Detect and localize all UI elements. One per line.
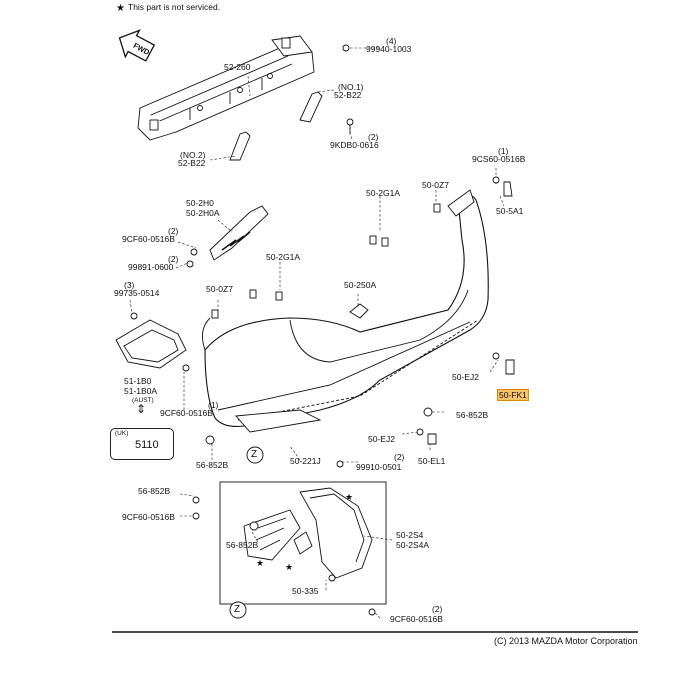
label-z-top: Z — [251, 449, 258, 460]
label-99940-qty: (4) — [386, 36, 397, 46]
label-52-b22-no2: 52-B22 — [178, 158, 206, 168]
reinforcement-beam — [137, 35, 315, 141]
rear-bumper-fascia — [201, 189, 489, 433]
label-99735-0514: 99735-0514 — [114, 288, 160, 298]
label-50-2s4: 50-2S4 — [396, 530, 424, 540]
label-aust: (AUST) — [132, 397, 154, 404]
label-9cf60-mid: 9CF60-0516B — [160, 408, 213, 418]
label-51-1b0a: 51-1B0A — [124, 386, 158, 396]
label-99940-1003: 99940-1003 — [366, 44, 412, 54]
label-50-fk1: 50-FK1 — [497, 389, 529, 401]
label-99910-0501: 99910-0501 — [356, 462, 402, 472]
label-50-221j: 50-221J — [290, 456, 321, 466]
label-9cf60-bottom-qty: (2) — [432, 604, 443, 614]
label-9cf60-upper: 9CF60-0516B — [122, 234, 175, 244]
svg-text:★: ★ — [256, 558, 264, 568]
label-56-852b-left: 56-852B — [196, 460, 229, 470]
arrow-double-icon: ⇕ — [136, 402, 147, 416]
label-9kdb0-0616: 9KDB0-0616 — [330, 140, 379, 150]
label-50-0z7-mid: 50-0Z7 — [206, 284, 233, 294]
not-serviced-note: This part is not serviced. — [128, 2, 220, 12]
label-9cs60-qty: (1) — [498, 146, 509, 156]
label-9cf60-mid-qty: (1) — [208, 400, 219, 410]
side-bracket — [209, 205, 269, 261]
not-serviced-star-icons: ★ ★ ★ ★ — [116, 3, 353, 572]
label-5110: 5110 — [135, 439, 159, 451]
label-56-852b-inner: 56-852B — [226, 540, 259, 550]
label-50-el1: 50-EL1 — [418, 456, 446, 466]
not-serviced-note-text: This part is not serviced. — [128, 2, 221, 12]
mudguard-detail-box — [219, 481, 387, 605]
label-z-bottom: Z — [234, 604, 241, 615]
leader-lines — [129, 47, 505, 619]
fastener-clips — [182, 176, 515, 616]
bracket-no1 — [299, 91, 323, 123]
label-99910-qty: (2) — [394, 452, 405, 462]
reflector-lamp — [115, 312, 187, 369]
label-52-260: 52-260 — [224, 62, 251, 72]
label-50-2g1a-top: 50-2G1A — [366, 188, 401, 198]
label-50-0z7-top: 50-0Z7 — [422, 180, 449, 190]
label-9cs60-0516b: 9CS60-0516B — [472, 154, 526, 164]
label-9kdb-qty: (2) — [368, 132, 379, 142]
label-9cf60-upper-qty: (2) — [168, 226, 179, 236]
copyright-text: (C) 2013 MAZDA Motor Corporation — [494, 636, 638, 646]
label-50-ej2-lower: 50-EJ2 — [368, 434, 395, 444]
label-50-2g1a-mid: 50-2G1A — [266, 252, 301, 262]
label-51-1b0: 51-1B0 — [124, 376, 152, 386]
label-99891-qty: (2) — [168, 254, 179, 264]
fwd-arrow-icon: FWD — [118, 29, 156, 62]
label-9cf60-bottom: 9CF60-0516B — [390, 614, 443, 624]
label-99891-0600: 99891-0600 — [128, 262, 174, 272]
z-marker-bottom — [229, 601, 247, 619]
label-99735-qty: (3) — [124, 280, 135, 290]
svg-text:★: ★ — [345, 492, 353, 502]
label-uk: (UK) — [115, 430, 129, 437]
z-marker-top — [246, 446, 264, 464]
svg-text:★: ★ — [116, 3, 125, 14]
label-50-ej2-right: 50-EJ2 — [452, 372, 479, 382]
bracket-no2 — [229, 131, 251, 161]
label-50-2s4a: 50-2S4A — [396, 540, 430, 550]
label-56-852b-box: 56-852B — [138, 486, 171, 496]
label-50-335: 50-335 — [292, 586, 319, 596]
label-50-5a1: 50-5A1 — [496, 206, 524, 216]
label-52-b22-no1: 52-B22 — [334, 90, 362, 100]
uk-variant-box: (UK) 5110 — [110, 428, 174, 460]
label-9cf60-box: 9CF60-0516B — [122, 512, 175, 522]
splash-shield — [243, 487, 373, 579]
label-50-250a: 50-250A — [344, 280, 377, 290]
label-50-2h0: 50-2H0 — [186, 198, 214, 208]
label-no1: (NO.1) — [338, 82, 364, 92]
svg-text:★: ★ — [285, 562, 293, 572]
label-no2: (NO.2) — [180, 150, 206, 160]
label-56-852b-right: 56-852B — [456, 410, 489, 420]
label-50-2h0a: 50-2H0A — [186, 208, 220, 218]
